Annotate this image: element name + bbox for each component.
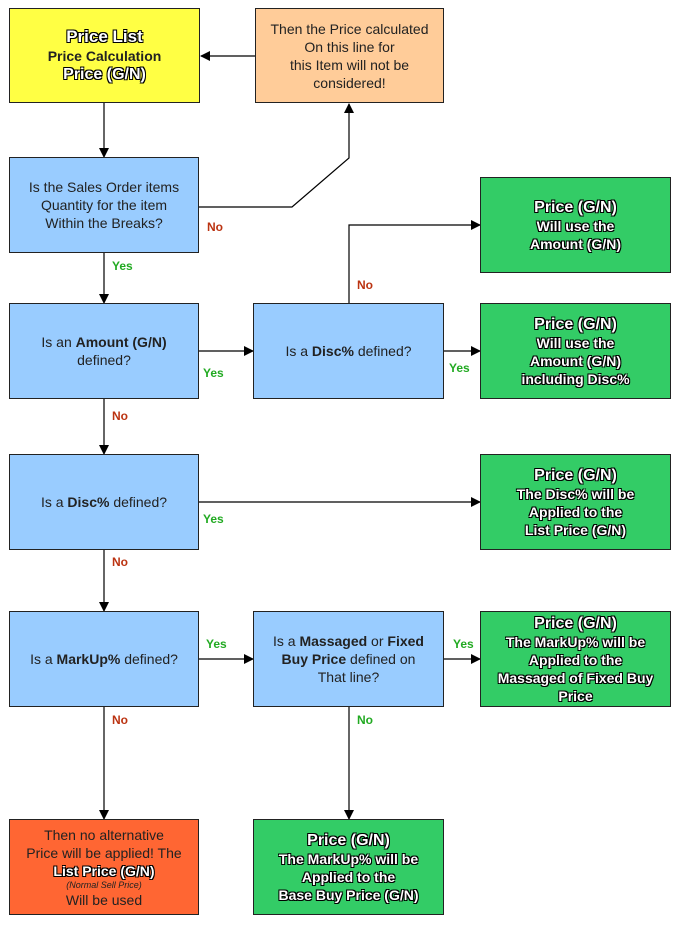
result-title: Price (G/N): [534, 614, 617, 632]
question-text: Is an: [41, 334, 76, 350]
label-yes: Yes: [203, 512, 224, 526]
markup-term: MarkUp%: [56, 651, 121, 667]
result-line: Applied to the: [301, 868, 396, 885]
result-line: Price will be applied! The: [26, 844, 182, 861]
result-line: Applied to the: [528, 503, 623, 520]
result-line: Massaged of Fixed Buy: [497, 669, 654, 686]
question-line: defined?: [77, 352, 131, 368]
result-title: Price (G/N): [534, 315, 617, 333]
label-no: No: [112, 409, 128, 423]
result-line: Price: [558, 687, 593, 704]
question-line: Quantity for the item: [40, 197, 168, 213]
price-gn-label: Price (G/N): [63, 66, 146, 83]
result-line: The Disc% will be: [516, 485, 635, 502]
list-price-term: List Price (G/N): [53, 862, 155, 879]
result-line: List Price (G/N): [524, 521, 627, 538]
disc-inner-question-box: Is a Disc% defined?: [253, 303, 444, 399]
result-line: Will use the: [536, 217, 615, 234]
question-text: defined?: [120, 651, 178, 667]
price-calculation-label: Price Calculation: [47, 48, 162, 64]
not-considered-box: Then the Price calculated On this line f…: [255, 8, 444, 103]
quantity-breaks-question-box: Is the Sales Order items Quantity for th…: [9, 157, 199, 253]
result-line: Will be used: [65, 891, 143, 908]
buy-price-term: Buy Price: [281, 651, 347, 667]
result-amount-box: Price (G/N) Will use the Amount (G/N): [480, 177, 671, 273]
question-line: Is a MarkUp% defined?: [30, 650, 178, 668]
normal-sell-price-note: (Normal Sell Price): [66, 879, 142, 890]
result-title: Price (G/N): [307, 831, 390, 849]
label-yes: Yes: [206, 637, 227, 651]
question-line: Is the Sales Order items: [28, 179, 180, 195]
result-line: Amount (G/N): [530, 352, 621, 369]
label-no: No: [112, 555, 128, 569]
question-line: Is a Massaged or Fixed: [273, 632, 424, 650]
price-list-start-box: Price List Price Calculation Price (G/N): [9, 8, 200, 103]
result-line: The MarkUp% will be: [278, 850, 419, 867]
amount-defined-question-box: Is an Amount (G/N) defined?: [9, 303, 199, 399]
label-no: No: [207, 220, 223, 234]
arrow-breaks-no: [199, 103, 354, 208]
amount-term: Amount (G/N): [75, 334, 167, 350]
question-text: defined on: [346, 651, 416, 667]
question-text: or: [367, 633, 388, 649]
result-markup-base-box: Price (G/N) The MarkUp% will be Applied …: [253, 819, 444, 915]
result-line: Amount (G/N): [530, 235, 621, 252]
question-line: Within the Breaks?: [45, 215, 163, 231]
result-line: The MarkUp% will be: [505, 633, 646, 650]
result-line: Will use the: [536, 334, 615, 351]
question-line: Is an Amount (G/N): [41, 333, 166, 351]
result-title: Price (G/N): [534, 466, 617, 484]
label-no: No: [357, 713, 373, 727]
result-line: Base Buy Price (G/N): [278, 886, 419, 903]
note-line: On this line for: [304, 38, 395, 55]
question-line: That line?: [317, 669, 380, 685]
massaged-fixed-question-box: Is a Massaged or Fixed Buy Price defined…: [253, 611, 444, 707]
note-line: Then the Price calculated: [270, 20, 429, 37]
label-yes: Yes: [203, 366, 224, 380]
arrow-disc-inner-no: [348, 220, 481, 303]
label-no: No: [357, 278, 373, 292]
fixed-term: Fixed: [387, 633, 424, 649]
result-no-alternative-box: Then no alternative Price will be applie…: [9, 819, 199, 915]
question-text: Is a: [285, 343, 312, 359]
massaged-term: Massaged: [299, 633, 368, 649]
question-text: defined?: [109, 494, 168, 510]
result-amount-disc-box: Price (G/N) Will use the Amount (G/N) in…: [480, 303, 671, 399]
result-line: Applied to the: [528, 651, 623, 668]
question-text: Is a: [40, 494, 68, 510]
note-line: considered!: [313, 74, 386, 91]
disc-term: Disc%: [311, 343, 354, 359]
result-disc-box: Price (G/N) The Disc% will be Applied to…: [480, 454, 671, 550]
result-line: including Disc%: [521, 370, 630, 387]
question-line: Is a Disc% defined?: [285, 342, 411, 360]
label-yes: Yes: [453, 637, 474, 651]
label-yes: Yes: [449, 361, 470, 375]
question-line: Buy Price defined on: [282, 650, 416, 668]
question-text: defined?: [353, 343, 412, 359]
question-text: Is a: [273, 633, 300, 649]
markup-defined-question-box: Is a MarkUp% defined?: [9, 611, 199, 707]
note-line: this Item will not be: [289, 56, 410, 73]
label-no: No: [112, 713, 128, 727]
question-text: Is a: [30, 651, 57, 667]
disc-defined-question-box: Is a Disc% defined?: [9, 454, 199, 550]
question-line: Is a Disc% defined?: [41, 493, 167, 511]
result-markup-massaged-box: Price (G/N) The MarkUp% will be Applied …: [480, 611, 671, 707]
result-line: Then no alternative: [44, 826, 164, 843]
label-yes: Yes: [112, 259, 133, 273]
disc-term: Disc%: [67, 494, 110, 510]
price-list-title: Price List: [66, 27, 143, 46]
result-title: Price (G/N): [534, 198, 617, 216]
